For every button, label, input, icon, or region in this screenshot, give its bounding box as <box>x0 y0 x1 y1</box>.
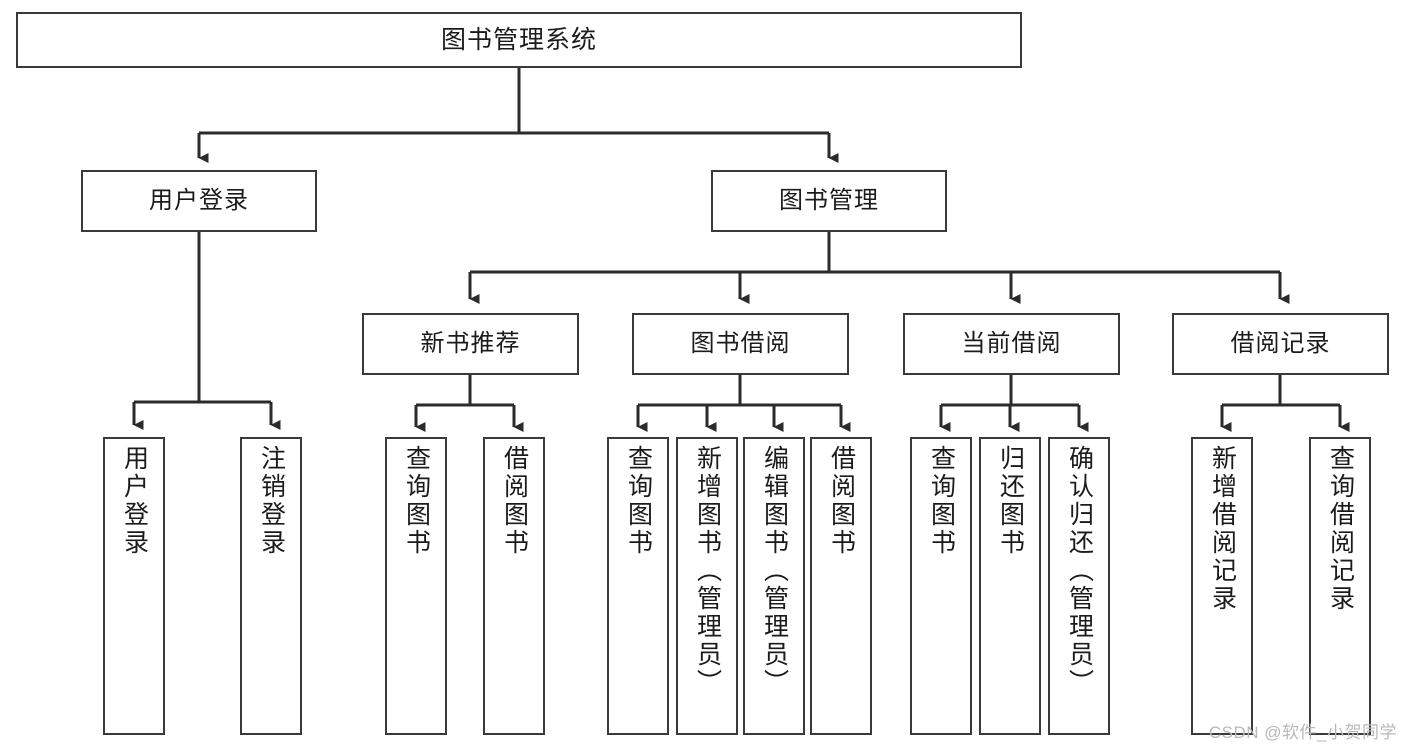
csdn-watermark: CSDN @软件_小贺同学 <box>1208 723 1397 742</box>
node-new-book-recommendation[interactable]: 新书推荐 <box>362 313 579 375</box>
node-label: 归还图书 <box>996 445 1025 557</box>
leaf-add-book-admin[interactable]: 新增图书（管理员） <box>676 437 738 735</box>
node-borrow-records[interactable]: 借阅记录 <box>1172 313 1389 375</box>
node-user-login[interactable]: 用户登录 <box>81 170 317 232</box>
leaf-borrow-books[interactable]: 借阅图书 <box>810 437 872 735</box>
node-book-management[interactable]: 图书管理 <box>711 170 947 232</box>
node-label: 借阅图书 <box>500 445 529 557</box>
node-label: 借阅图书 <box>827 445 856 557</box>
node-book-borrowing[interactable]: 图书借阅 <box>632 313 849 375</box>
leaf-query-books-borrow[interactable]: 查询图书 <box>607 437 669 735</box>
node-label: 借阅记录 <box>1230 330 1331 358</box>
leaf-query-borrow-record[interactable]: 查询借阅记录 <box>1309 437 1371 735</box>
node-label: 确认归还（管理员） <box>1065 445 1094 697</box>
node-label: 编辑图书（管理员） <box>760 445 789 697</box>
node-label: 图书借阅 <box>690 330 791 358</box>
node-label: 当前借阅 <box>961 330 1062 358</box>
leaf-query-books-recommend[interactable]: 查询图书 <box>385 437 447 735</box>
leaf-confirm-return-admin[interactable]: 确认归还（管理员） <box>1048 437 1110 735</box>
node-label: 新增图书（管理员） <box>693 445 722 697</box>
node-label: 查询借阅记录 <box>1326 445 1355 613</box>
node-label: 查询图书 <box>927 445 956 557</box>
leaf-edit-book-admin[interactable]: 编辑图书（管理员） <box>743 437 805 735</box>
node-label: 新增借阅记录 <box>1208 445 1237 613</box>
node-label: 图书管理 <box>779 187 879 215</box>
node-label: 查询图书 <box>624 445 653 557</box>
leaf-return-books[interactable]: 归还图书 <box>979 437 1041 735</box>
leaf-logout[interactable]: 注销登录 <box>240 437 302 735</box>
leaf-query-books-current[interactable]: 查询图书 <box>910 437 972 735</box>
node-root-book-management-system[interactable]: 图书管理系统 <box>16 12 1022 68</box>
node-label: 用户登录 <box>149 187 249 215</box>
leaf-borrow-books-recommend[interactable]: 借阅图书 <box>483 437 545 735</box>
node-label: 新书推荐 <box>420 330 521 358</box>
node-label: 注销登录 <box>257 445 286 557</box>
node-label: 图书管理系统 <box>440 25 597 54</box>
node-current-borrowing[interactable]: 当前借阅 <box>903 313 1120 375</box>
leaf-add-borrow-record[interactable]: 新增借阅记录 <box>1191 437 1253 735</box>
node-label: 查询图书 <box>402 445 431 557</box>
node-label: 用户登录 <box>120 445 149 557</box>
leaf-user-login[interactable]: 用户登录 <box>103 437 165 735</box>
